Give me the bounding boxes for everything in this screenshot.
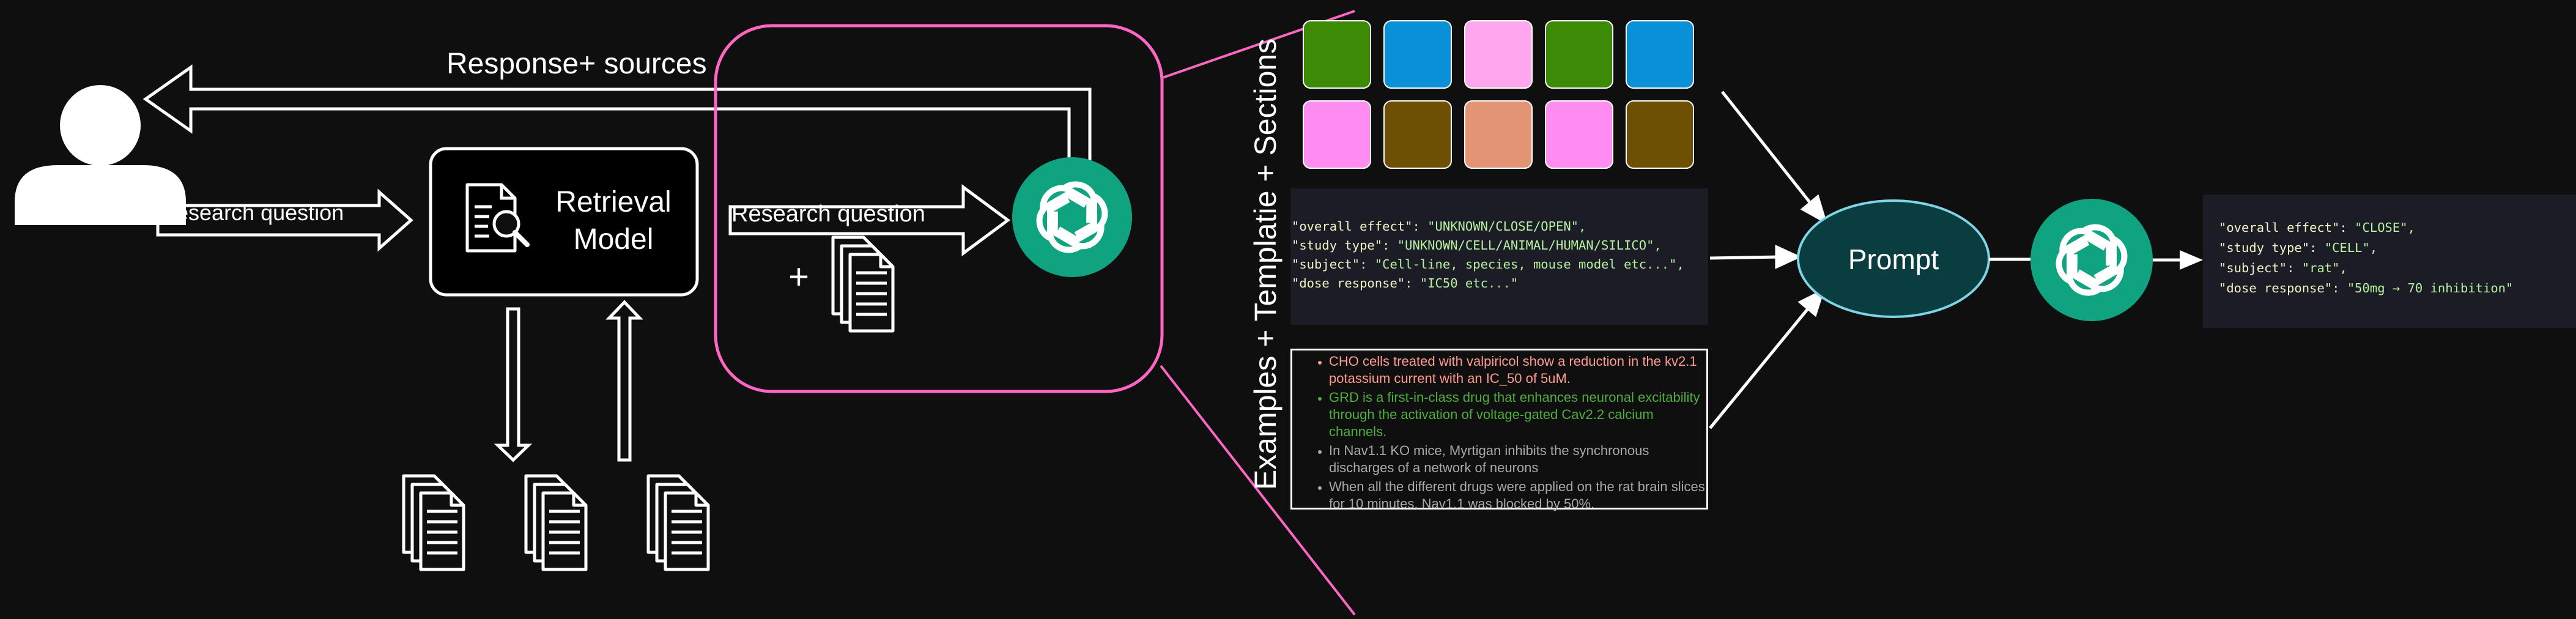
example-item: GRD is a first-in-class drug that enhanc… — [1329, 389, 1706, 440]
research-question-arrow-2 — [728, 184, 1011, 256]
template-code-block: "overall effect": "UNKNOWN/CLOSE/OPEN", … — [1290, 188, 1708, 325]
documents-icon — [404, 476, 464, 569]
output-arrow — [2153, 250, 2203, 270]
example-item: When all the different drugs were applie… — [1329, 478, 1706, 513]
inputs-to-prompt-arrows — [1709, 91, 1828, 429]
plus-sign: + — [788, 257, 809, 297]
response-sources-label: Response+ sources — [446, 48, 707, 80]
retrieval-model-box — [429, 147, 699, 297]
template-code-line: "study type": "UNKNOWN/CELL/ANIMAL/HUMAN… — [1292, 238, 1662, 253]
response-arrow — [142, 64, 1092, 177]
research-question-label-2: Research question — [731, 201, 925, 227]
retrieval-model-label-line2: Model — [574, 223, 654, 256]
output-code-block: "overall effect": "CLOSE", "study type":… — [2203, 195, 2576, 328]
section-swatch — [1464, 20, 1533, 89]
retrieval-down-arrow — [494, 307, 533, 462]
examples-box: CHO cells treated with valpiricol show a… — [1290, 349, 1708, 513]
output-code-line: "overall effect": "CLOSE", — [2219, 220, 2415, 235]
documents-icon — [526, 476, 586, 569]
example-item: CHO cells treated with valpiricol show a… — [1329, 353, 1706, 387]
document-search-icon — [465, 183, 530, 253]
zoom-line-bottom — [1160, 365, 1356, 616]
documents-icon — [833, 237, 893, 331]
research-question-label-1: Research question — [160, 200, 344, 225]
research-question-arrow-1 — [156, 188, 413, 252]
llm-context-box — [714, 24, 1164, 393]
template-code-line: "overall effect": "UNKNOWN/CLOSE/OPEN", — [1292, 219, 1586, 234]
retrieval-up-arrow — [605, 300, 643, 462]
output-code-line: "dose response": "50mg → 70 inhibition" — [2219, 281, 2514, 295]
section-swatch — [1303, 20, 1371, 89]
prompt-label: Prompt — [1848, 243, 1939, 275]
section-swatch — [1545, 20, 1613, 89]
section-swatch — [1545, 100, 1613, 169]
section-swatch — [1383, 20, 1452, 89]
output-code-line: "subject": "rat", — [2219, 261, 2347, 275]
output-code-line: "study type": "CELL", — [2219, 240, 2378, 255]
template-code-line: "dose response": "IC50 etc..." — [1292, 276, 1519, 291]
examples-template-sections-label: Examples + Templatie + Sections — [1248, 39, 1282, 490]
section-swatch — [1464, 100, 1533, 169]
section-swatch — [1626, 100, 1694, 169]
openai-logo-icon — [2030, 199, 2153, 321]
template-code-line: "subject": "Cell-line, species, mouse mo… — [1292, 257, 1684, 272]
section-swatch — [1303, 100, 1371, 169]
section-swatches — [1303, 20, 1694, 169]
openai-logo-icon — [1012, 157, 1132, 277]
example-item: In Nav1.1 KO mice, Myrtigan inhibits the… — [1329, 442, 1706, 476]
user-icon — [15, 85, 186, 225]
retrieval-model-label-line1: Retrieval — [555, 186, 671, 218]
documents-icon — [648, 476, 708, 569]
section-swatch — [1626, 20, 1694, 89]
section-swatch — [1383, 100, 1452, 169]
